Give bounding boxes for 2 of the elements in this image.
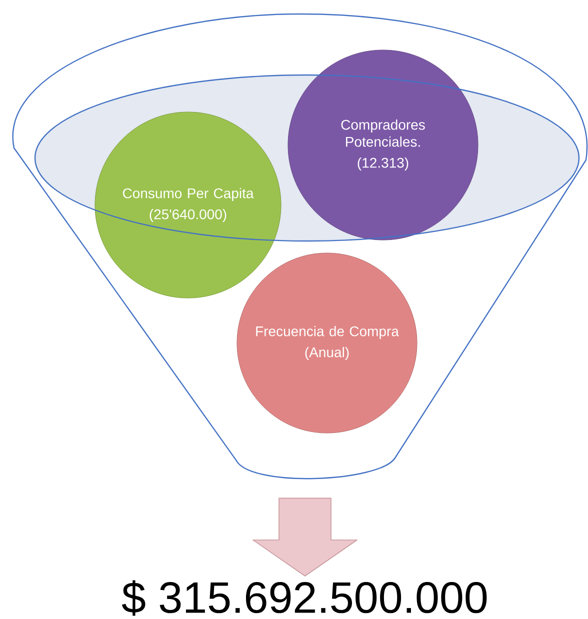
block-arrow (252, 498, 358, 576)
result-value: $ 315.692.500.000 (122, 580, 487, 616)
